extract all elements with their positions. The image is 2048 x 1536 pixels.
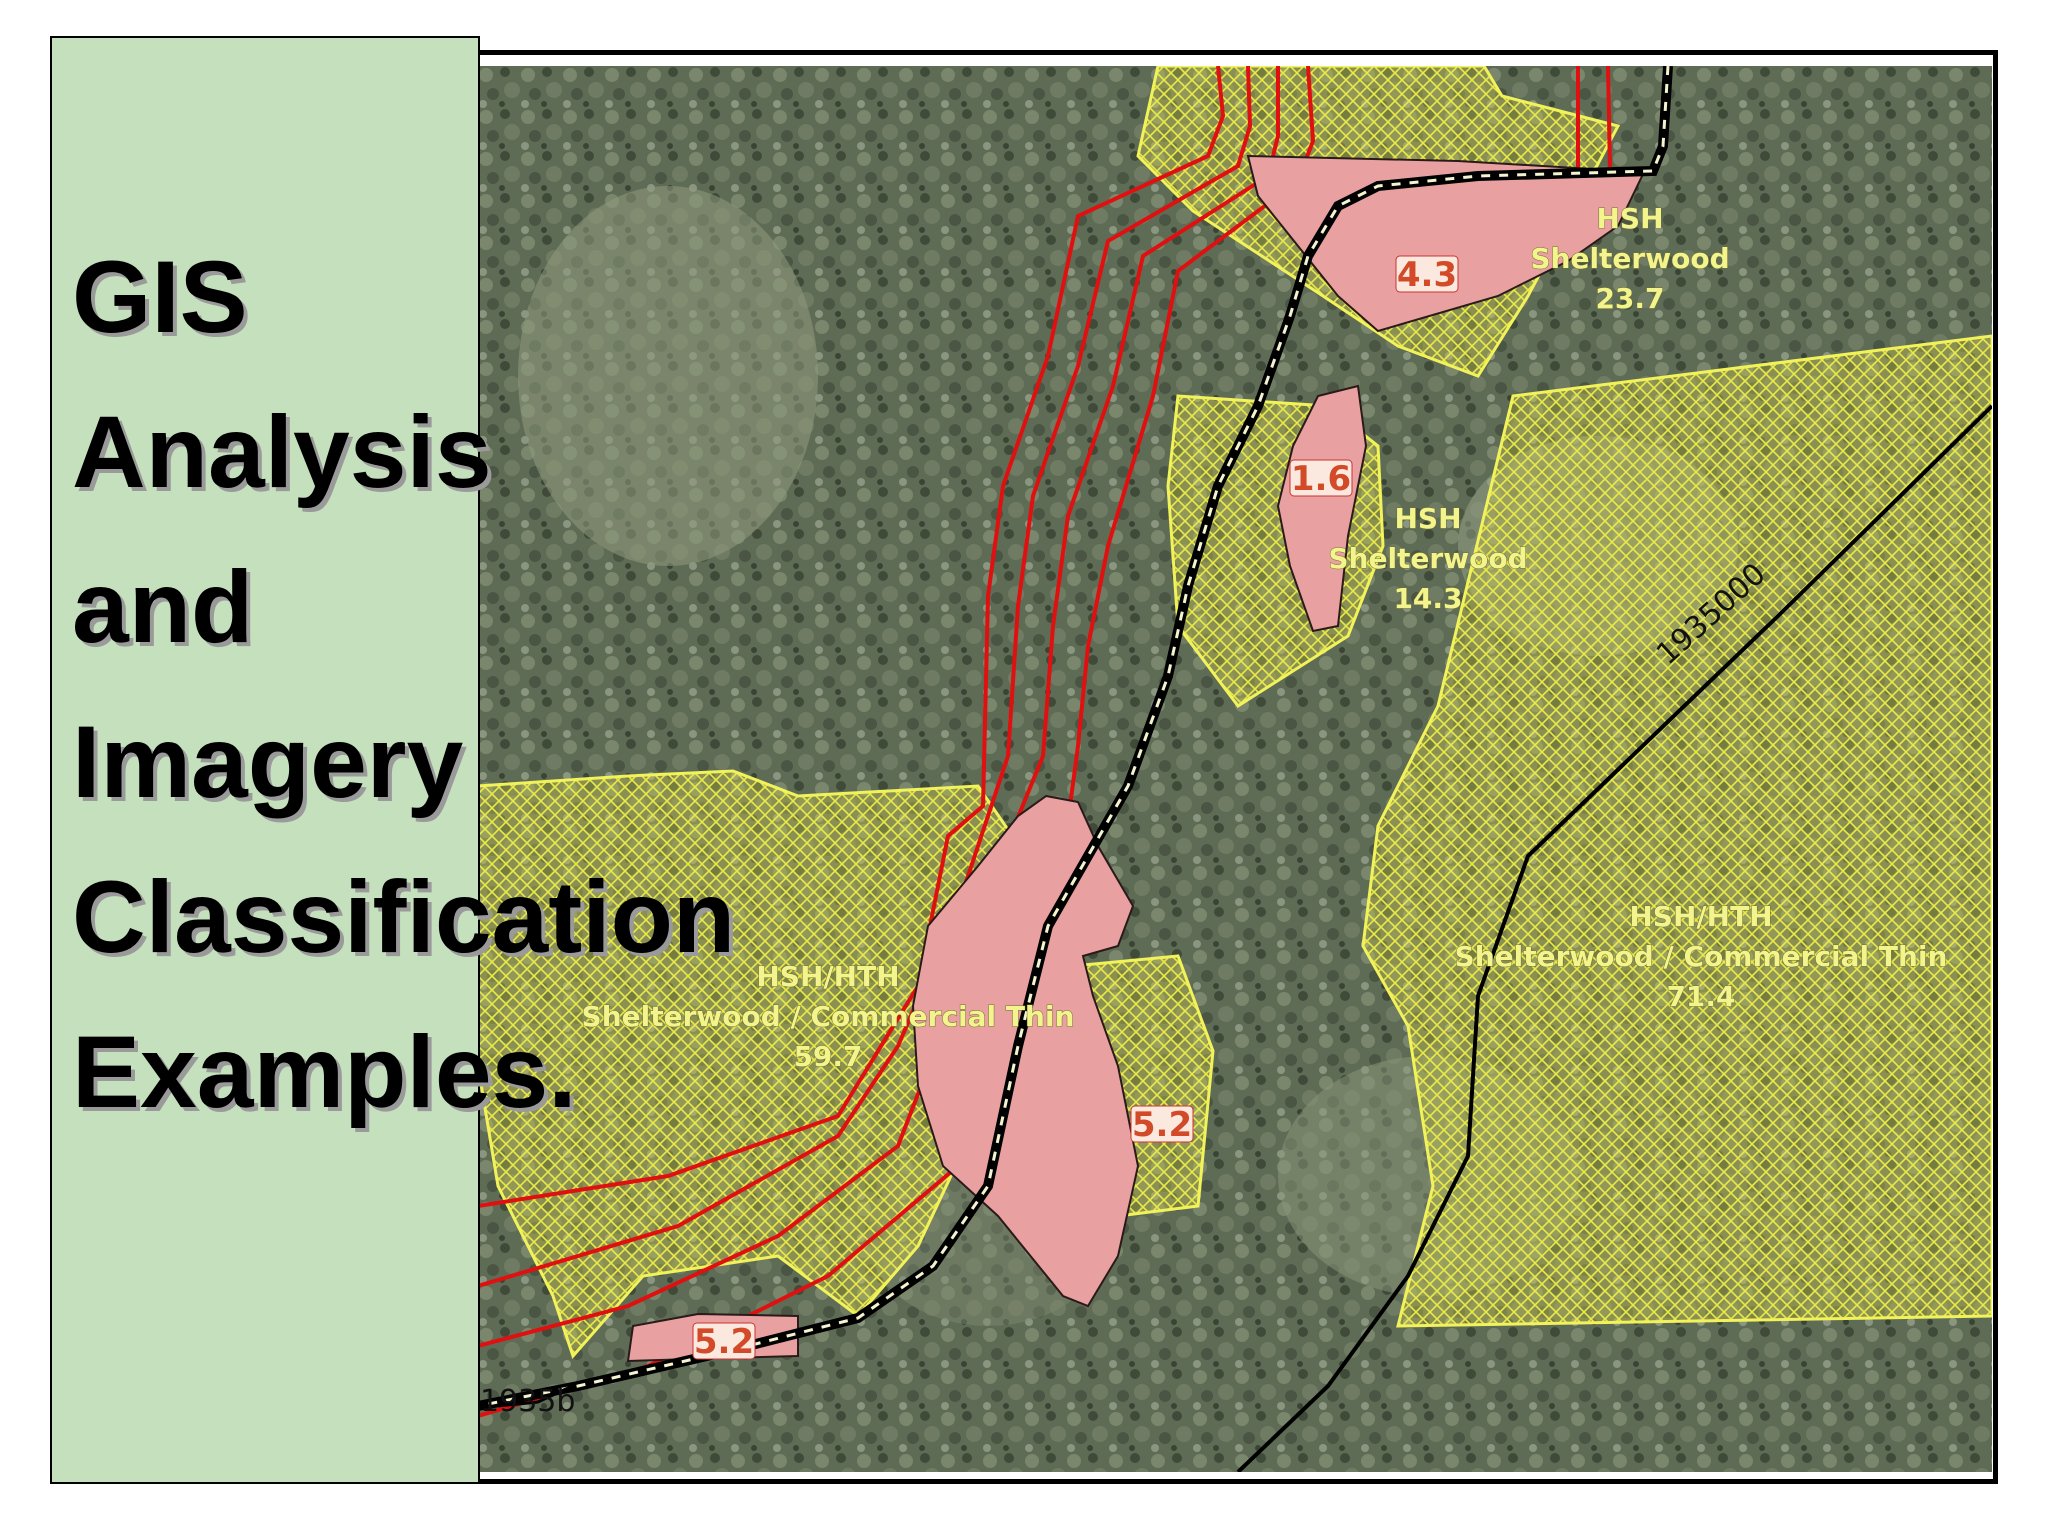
svg-text:Shelterwood: Shelterwood (1530, 242, 1729, 275)
buffer-zone[interactable] (1276, 384, 1368, 633)
title-line: Imagery (72, 705, 464, 819)
road-line (478, 66, 1673, 1411)
clearing-patch (518, 186, 818, 566)
svg-text:23.7: 23.7 (1595, 282, 1664, 315)
buffer-zone[interactable] (911, 794, 1140, 1308)
svg-text:4.3: 4.3 (1397, 255, 1457, 295)
harvest-stands (478, 66, 1992, 1359)
svg-text:71.4: 71.4 (1666, 980, 1735, 1013)
svg-text:Shelterwood: Shelterwood (1328, 542, 1527, 575)
svg-text:Shelterwood / Commercial Thin: Shelterwood / Commercial Thin (582, 1000, 1075, 1033)
svg-text:5.2: 5.2 (694, 1322, 754, 1362)
buffer-label-4: 5.2 (692, 1322, 756, 1362)
title-line: Examples. (72, 1015, 577, 1129)
buffer-label-3: 5.2 (1130, 1105, 1194, 1145)
slide-title: GIS Analysis and Imagery Classification … (72, 220, 735, 1150)
grid-line (1236, 404, 1992, 1472)
stand-label-3: HSH/HTH Shelterwood / Commercial Thin 59… (581, 960, 1075, 1074)
svg-text:HSH/HTH: HSH/HTH (756, 960, 899, 993)
buffer-label-1: 4.3 (1395, 255, 1459, 295)
svg-text:HSH: HSH (1596, 202, 1663, 235)
buffer-label-2: 1.6 (1289, 459, 1353, 499)
stand-label-4: HSH/HTH Shelterwood / Commercial Thin 71… (1454, 900, 1948, 1014)
svg-text:1.6: 1.6 (1291, 459, 1351, 499)
svg-text:59.7: 59.7 (793, 1040, 862, 1073)
title-line: Classification (72, 860, 736, 974)
title-line: and (72, 550, 254, 664)
svg-text:HSH/HTH: HSH/HTH (1629, 900, 1772, 933)
stand-label-1: HSH Shelterwood 23.7 (1530, 202, 1730, 316)
title-panel (50, 36, 480, 1484)
svg-text:HSH: HSH (1394, 502, 1461, 535)
stand-label-2: HSH Shelterwood 14.3 (1328, 502, 1528, 616)
grid-line (478, 1386, 569, 1410)
svg-text:Shelterwood / Commercial Thin: Shelterwood / Commercial Thin (1455, 940, 1948, 973)
svg-text:14.3: 14.3 (1393, 582, 1462, 615)
svg-text:5.2: 5.2 (1132, 1105, 1192, 1145)
aerial-map[interactable]: HSH Shelterwood 23.7 HSH Shelterwood 14.… (478, 66, 1992, 1472)
title-line: GIS (72, 240, 248, 354)
title-line: Analysis (72, 395, 492, 509)
grid-label-2: 1935b (480, 1384, 575, 1419)
